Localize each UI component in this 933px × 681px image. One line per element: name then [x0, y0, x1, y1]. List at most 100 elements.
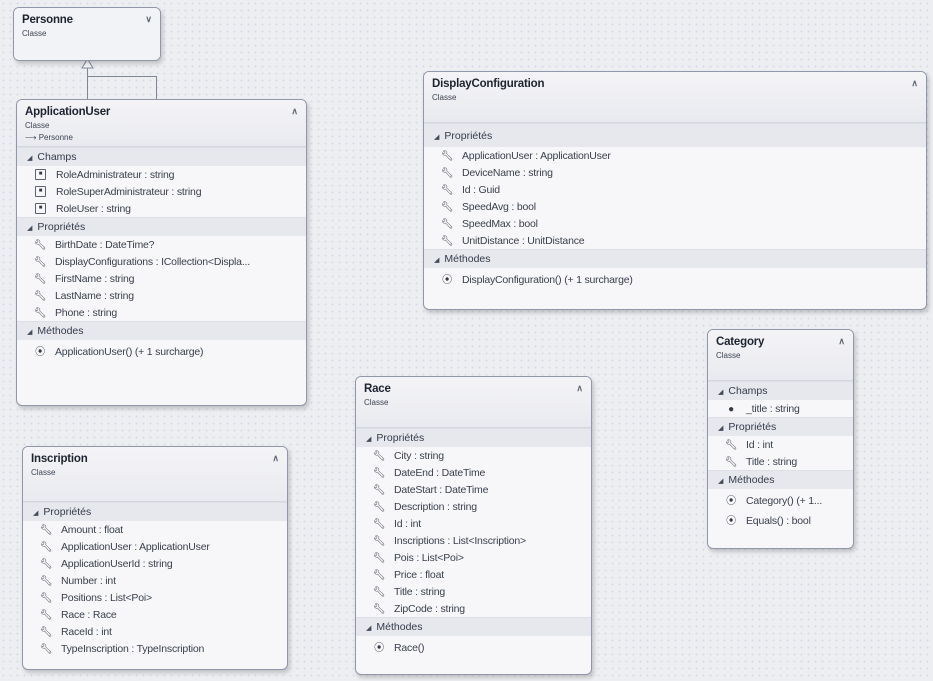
property-item[interactable]: 🔧︎Price : float [372, 568, 444, 581]
collapse-triangle-icon[interactable]: ◢ [434, 134, 440, 141]
property-item[interactable]: 🔧︎ApplicationUser : ApplicationUser [39, 540, 210, 553]
section-methodes[interactable]: ◢Méthodes [356, 617, 591, 636]
collapse-icon[interactable]: ∧ [576, 383, 583, 393]
property-item[interactable]: 🔧︎Phone : string [33, 306, 117, 319]
property-item[interactable]: 🔧︎Positions : List<Poi> [39, 591, 152, 604]
collapse-triangle-icon[interactable]: ◢ [27, 225, 33, 232]
collapse-triangle-icon[interactable]: ◢ [434, 257, 440, 264]
method-item[interactable]: ⦿ApplicationUser() (+ 1 surcharge) [17, 340, 306, 360]
class-header: Personne Classe ∨ [14, 8, 160, 60]
class-kind: Classe [432, 93, 457, 102]
wrench-icon: 🔧︎ [33, 239, 47, 251]
class-kind: Classe [716, 351, 741, 360]
class-personne[interactable]: Personne Classe ∨ [13, 7, 161, 61]
inheritance-line [156, 76, 157, 100]
wrench-icon: 🔧︎ [724, 439, 738, 451]
wrench-icon: 🔧︎ [372, 586, 386, 598]
class-race[interactable]: Race Classe ∧ ◢Propriétés 🔧︎City : strin… [355, 376, 592, 675]
class-kind: Classe [31, 468, 56, 477]
collapse-icon[interactable]: ∧ [291, 106, 298, 116]
property-item[interactable]: 🔧︎Pois : List<Poi> [372, 551, 464, 564]
field-item[interactable]: ■RoleSuperAdministrateur : string [17, 183, 306, 200]
property-item[interactable]: 🔧︎ApplicationUserId : string [39, 557, 173, 570]
property-item[interactable]: 🔧︎Description : string [372, 500, 477, 513]
wrench-icon: 🔧︎ [33, 273, 47, 285]
property-item[interactable]: 🔧︎Title : string [372, 585, 446, 598]
class-category[interactable]: Category Classe ∧ ◢Champs ●_title : stri… [707, 329, 854, 549]
section-proprietes[interactable]: ◢Propriétés [424, 123, 926, 147]
collapse-triangle-icon[interactable]: ◢ [27, 329, 33, 336]
property-item[interactable]: 🔧︎Id : Guid [440, 183, 500, 196]
section-methodes[interactable]: ◢Méthodes [424, 249, 926, 268]
section-proprietes[interactable]: ◢Propriétés [708, 417, 853, 436]
collapse-triangle-icon[interactable]: ◢ [27, 155, 33, 162]
section-methodes[interactable]: ◢Méthodes [17, 321, 306, 340]
method-item[interactable]: ⦿Equals() : bool [708, 509, 853, 529]
class-applicationuser[interactable]: ApplicationUser Classe ⟶ Personne ∧ ◢Cha… [16, 99, 307, 406]
property-item[interactable]: 🔧︎TypeInscription : TypeInscription [39, 642, 205, 655]
class-kind: Classe [25, 121, 50, 130]
property-item[interactable]: 🔧︎DateStart : DateTime [372, 483, 489, 496]
collapse-icon[interactable]: ∧ [838, 336, 845, 346]
property-item[interactable]: 🔧︎DateEnd : DateTime [372, 466, 486, 479]
field-icon: ■ [35, 186, 46, 198]
wrench-icon: 🔧︎ [372, 518, 386, 530]
method-item[interactable]: ⦿Category() (+ 1... [708, 489, 853, 509]
section-proprietes[interactable]: ◢Propriétés [356, 428, 591, 447]
property-item[interactable]: 🔧︎SpeedMax : bool [440, 217, 538, 230]
base-class: ⟶ Personne [25, 133, 73, 142]
property-item[interactable]: 🔧︎FirstName : string [33, 272, 135, 285]
property-item[interactable]: 🔧︎LastName : string [33, 289, 134, 302]
class-title: Category [716, 336, 765, 348]
section-methodes[interactable]: ◢Méthodes [708, 470, 853, 489]
field-item[interactable]: ■RoleUser : string [17, 200, 306, 217]
property-item[interactable]: 🔧︎RaceId : int [39, 625, 112, 638]
collapse-triangle-icon[interactable]: ◢ [366, 436, 372, 443]
class-kind: Classe [22, 29, 47, 38]
property-item[interactable]: 🔧︎DeviceName : string [440, 166, 553, 179]
method-item[interactable]: ⦿Race() [356, 636, 591, 656]
method-icon: ⦿ [35, 346, 45, 358]
property-item[interactable]: 🔧︎SpeedAvg : bool [440, 200, 536, 213]
property-item[interactable]: 🔧︎Id : int [372, 517, 421, 530]
collapse-triangle-icon[interactable]: ◢ [33, 510, 39, 517]
property-item[interactable]: 🔧︎City : string [372, 449, 444, 462]
wrench-icon: 🔧︎ [372, 552, 386, 564]
class-displayconfiguration[interactable]: DisplayConfiguration Classe ∧ ◢Propriété… [423, 71, 927, 310]
property-item[interactable]: 🔧︎Amount : float [39, 523, 123, 536]
collapse-triangle-icon[interactable]: ◢ [718, 478, 724, 485]
section-champs[interactable]: ◢Champs [708, 381, 853, 400]
section-champs[interactable]: ◢Champs [17, 147, 306, 166]
property-item[interactable]: 🔧︎DisplayConfigurations : ICollection<Di… [33, 255, 250, 268]
inherit-arrow-icon: ⟶ [25, 133, 37, 142]
property-item[interactable]: 🔧︎ApplicationUser : ApplicationUser [440, 149, 611, 162]
property-item[interactable]: 🔧︎Id : int [724, 438, 773, 451]
class-inscription[interactable]: Inscription Classe ∧ ◢Propriétés 🔧︎Amoun… [22, 446, 288, 670]
wrench-icon: 🔧︎ [39, 643, 53, 655]
section-proprietes[interactable]: ◢Propriétés [23, 502, 287, 521]
collapse-triangle-icon[interactable]: ◢ [718, 389, 724, 396]
expand-icon[interactable]: ∨ [145, 14, 152, 24]
property-item[interactable]: 🔧︎Title : string [724, 455, 798, 468]
collapse-icon[interactable]: ∧ [911, 78, 918, 88]
field-item[interactable]: ●_title : string [708, 400, 853, 417]
wrench-icon: 🔧︎ [33, 307, 47, 319]
field-icon: ■ [35, 169, 46, 181]
collapse-icon[interactable]: ∧ [272, 453, 279, 463]
property-item[interactable]: 🔧︎Race : Race [39, 608, 117, 621]
wrench-icon: 🔧︎ [39, 592, 53, 604]
method-item[interactable]: ⦿DisplayConfiguration() (+ 1 surcharge) [424, 268, 926, 288]
wrench-icon: 🔧︎ [33, 290, 47, 302]
property-item[interactable]: 🔧︎Inscriptions : List<Inscription> [372, 534, 526, 547]
wrench-icon: 🔧︎ [372, 450, 386, 462]
property-item[interactable]: 🔧︎BirthDate : DateTime? [33, 238, 155, 251]
property-item[interactable]: 🔧︎UnitDistance : UnitDistance [440, 234, 585, 247]
collapse-triangle-icon[interactable]: ◢ [366, 625, 372, 632]
collapse-triangle-icon[interactable]: ◢ [718, 425, 724, 432]
property-item[interactable]: 🔧︎ZipCode : string [372, 602, 465, 615]
wrench-icon: 🔧︎ [33, 256, 47, 268]
section-proprietes[interactable]: ◢Propriétés [17, 217, 306, 236]
property-item[interactable]: 🔧︎Number : int [39, 574, 116, 587]
field-item[interactable]: ■RoleAdministrateur : string [17, 166, 306, 183]
